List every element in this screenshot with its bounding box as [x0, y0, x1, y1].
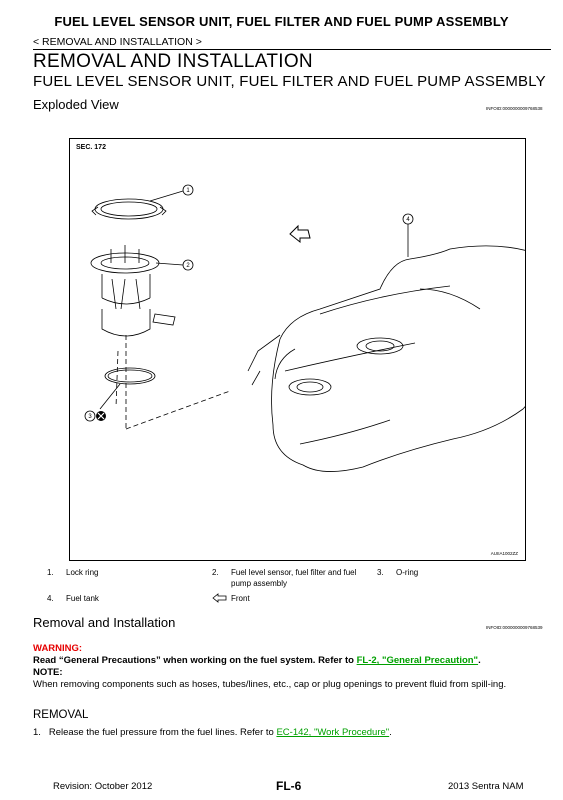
figure-code: AUIIA1002ZZ — [491, 551, 519, 556]
exploded-view-figure: SEC. 172 — [69, 138, 563, 561]
removal-subheading: REMOVAL — [33, 709, 89, 721]
step-end: . — [389, 727, 392, 738]
info-id: INFOID:0000000009768539 — [486, 625, 543, 630]
legend-text: O-ring — [396, 568, 419, 577]
legend-text: Fuel level sensor, fuel filter and fuel — [231, 568, 357, 577]
section-subtitle: FUEL LEVEL SENSOR UNIT, FUEL FILTER AND … — [33, 73, 546, 90]
warning-body: Read “General Precautions” when working … — [33, 655, 357, 666]
legend-text: Fuel tank — [66, 594, 99, 603]
callout-3: 3 — [88, 414, 92, 420]
fuel-system-diagram: SEC. 172 — [76, 144, 563, 556]
note-label: NOTE: — [33, 667, 63, 678]
removal-heading: Removal and Installation — [33, 615, 176, 630]
header-rule — [33, 49, 551, 50]
callout-2: 2 — [186, 263, 190, 269]
front-label: Front — [231, 594, 250, 603]
footer-revision: Revision: October 2012 — [53, 781, 153, 792]
front-arrow-icon — [212, 593, 227, 603]
legend-number: 4. — [47, 594, 54, 603]
footer-page-number: FL-6 — [276, 779, 302, 793]
footer-model: 2013 Sentra NAM — [448, 781, 524, 792]
step-text: Release the fuel pressure from the fuel … — [48, 727, 277, 738]
breadcrumb: < REMOVAL AND INSTALLATION > — [33, 36, 202, 48]
warning-end: . — [478, 655, 481, 666]
warning-label: WARNING: — [33, 643, 83, 654]
step-number: 1. — [33, 727, 41, 738]
figure-section-code: SEC. 172 — [76, 144, 106, 151]
do-not-reuse-icon — [96, 411, 106, 421]
work-procedure-link[interactable]: EC-142, "Work Procedure" — [276, 727, 390, 738]
legend-text: pump assembly — [231, 579, 288, 588]
legend-text: Lock ring — [66, 568, 99, 577]
warning-text: Read “General Precautions” when working … — [33, 655, 553, 666]
callout-1: 1 — [186, 188, 190, 194]
section-title: REMOVAL AND INSTALLATION — [33, 51, 313, 72]
general-precaution-link[interactable]: FL-2, "General Precaution" — [356, 655, 479, 666]
exploded-view-heading: Exploded View — [33, 97, 119, 112]
info-id: INFOID:0000000009768538 — [486, 106, 543, 111]
legend-number: 1. — [47, 568, 54, 577]
note-text: When removing components such as hoses, … — [33, 679, 507, 690]
callout-4: 4 — [406, 217, 410, 223]
legend-number: 2. — [212, 568, 219, 577]
step-1: 1. Release the fuel pressure from the fu… — [33, 727, 392, 738]
legend-number: 3. — [377, 568, 384, 577]
page-header-title: FUEL LEVEL SENSOR UNIT, FUEL FILTER AND … — [54, 14, 509, 29]
